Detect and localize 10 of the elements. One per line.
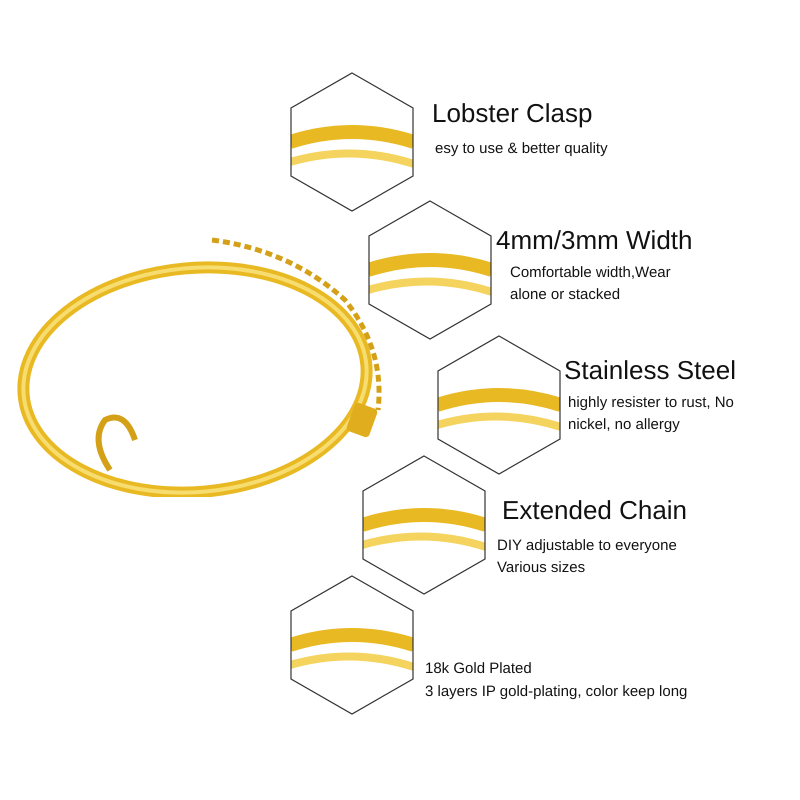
feature-description: esy to use & better quality bbox=[435, 139, 609, 159]
feature-heading: 18k Gold Plated bbox=[425, 660, 532, 677]
feature-description: 3 layers IP gold-plating, color keep long bbox=[425, 682, 688, 702]
feature-description: Comfortable width,Wear alone or stacked bbox=[510, 263, 672, 305]
feature-heading: Stainless Steel bbox=[564, 355, 736, 386]
feature-description: DIY adjustable to everyone Various sizes bbox=[497, 536, 678, 578]
feature-heading: Lobster Clasp bbox=[432, 98, 592, 129]
feature-heading: Extended Chain bbox=[502, 495, 688, 526]
feature-heading: 4mm/3mm Width bbox=[496, 225, 692, 256]
feature-description: highly resister to rust, No nickel, no allergy bbox=[568, 393, 735, 435]
